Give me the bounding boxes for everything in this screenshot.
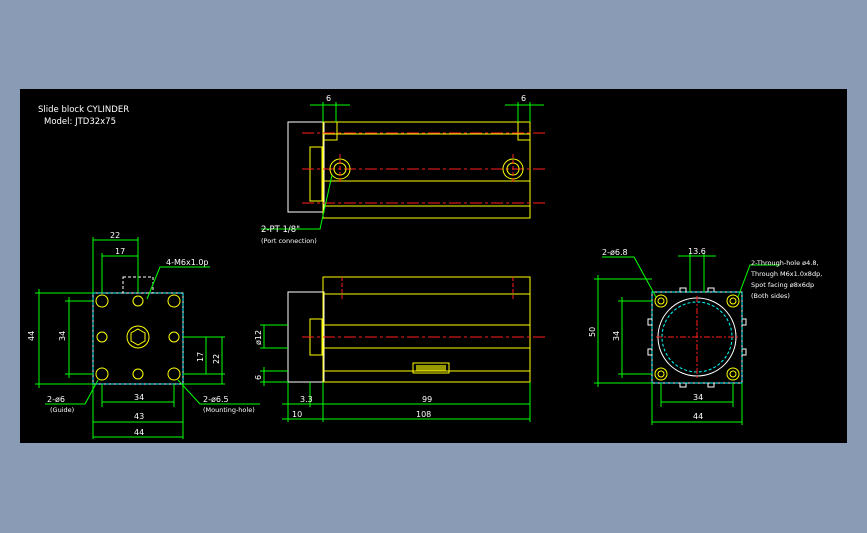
drawing-canvas: Slide block CYLINDER Model: JTD32x75 6 6 [20, 89, 847, 443]
through-line-2: Through M6x1.0x8dp, [750, 270, 822, 278]
front-dim-6: 6 [254, 375, 263, 380]
right-view: 2-ø6.8 13.6 2-Through-hole ø4.8, Through… [588, 247, 822, 425]
left-dim-17: 17 [115, 247, 125, 256]
mount-hole-tr [167, 294, 181, 308]
right-dim-44-bottom: 44 [693, 412, 703, 421]
phi68-hole-1 [654, 294, 668, 308]
front-dim-10: 10 [292, 410, 302, 419]
top-view-boss [309, 146, 323, 202]
left-dim-44: 44 [27, 331, 36, 341]
through-hole-1 [726, 294, 740, 308]
port-sub-label: (Port connection) [261, 237, 317, 245]
through-hole-2 [726, 367, 740, 381]
port-leader [261, 174, 333, 230]
title-line-2: Model: JTD32x75 [44, 117, 116, 127]
left-dim-34: 34 [58, 331, 67, 341]
mount-sub-label: (Mounting-hole) [203, 406, 255, 414]
front-view: ø12 6 3.3 99 10 108 [254, 276, 545, 422]
through-line-4: (Both sides) [751, 292, 790, 300]
front-dim-phi12: ø12 [254, 330, 263, 345]
top-view: 6 6 2-PT 1/8" (Port connection) [261, 94, 545, 245]
port-label: 2-PT 1/8" [261, 225, 300, 235]
right-dim-17: 17 [196, 352, 205, 362]
right-phi-label: 2-ø6.8 [602, 248, 628, 257]
thread-label: 4-M6x1.0p [166, 258, 209, 267]
left-dim-34-bottom: 34 [134, 393, 144, 402]
rod-hex [130, 328, 146, 346]
mount-label: 2-ø6.5 [203, 395, 229, 404]
guide-hole-tl [95, 294, 109, 308]
right-dim-50: 50 [588, 327, 597, 337]
right-dim-22: 22 [212, 354, 221, 364]
through-line-1: 2-Through-hole ø4.8, [751, 259, 819, 267]
front-dim-108: 108 [416, 410, 431, 419]
cad-drawing: Slide block CYLINDER Model: JTD32x75 6 6 [27, 94, 822, 439]
through-line-3: Spot facing ø8x6dp [751, 281, 814, 289]
top-view-body [322, 121, 531, 219]
thread-hole-2 [132, 368, 144, 380]
left-dim-43: 43 [134, 412, 144, 421]
left-dim-44-bottom: 44 [134, 428, 144, 437]
thread-hole-3 [96, 331, 108, 343]
top-view-end-cap [287, 121, 325, 213]
left-dim-22: 22 [110, 231, 120, 240]
mount-hole-br [167, 367, 181, 381]
right-dim-13-6: 13.6 [688, 247, 706, 256]
phi68-hole-2 [654, 367, 668, 381]
right-dim-34-bottom: 34 [693, 393, 703, 402]
nameplate [412, 362, 450, 374]
thread-hole-4 [168, 331, 180, 343]
rod-end-circle [126, 325, 150, 349]
top-dim-left: 6 [326, 94, 331, 103]
front-view-body [322, 276, 531, 383]
guide-hole-bl [95, 367, 109, 381]
guide-label: 2-ø6 [47, 395, 65, 404]
thread-hole-1 [132, 295, 144, 307]
front-dim-99: 99 [422, 395, 432, 404]
front-dim-3-3: 3.3 [300, 395, 313, 404]
title-line-1: Slide block CYLINDER [38, 105, 129, 115]
right-dim-34-left: 34 [612, 331, 621, 341]
top-dim-right: 6 [521, 94, 526, 103]
guide-sub-label: (Guide) [50, 406, 74, 414]
left-view: 22 17 4-M6x1.0p 44 34 17 22 2-ø6 (Guide)… [27, 231, 260, 439]
